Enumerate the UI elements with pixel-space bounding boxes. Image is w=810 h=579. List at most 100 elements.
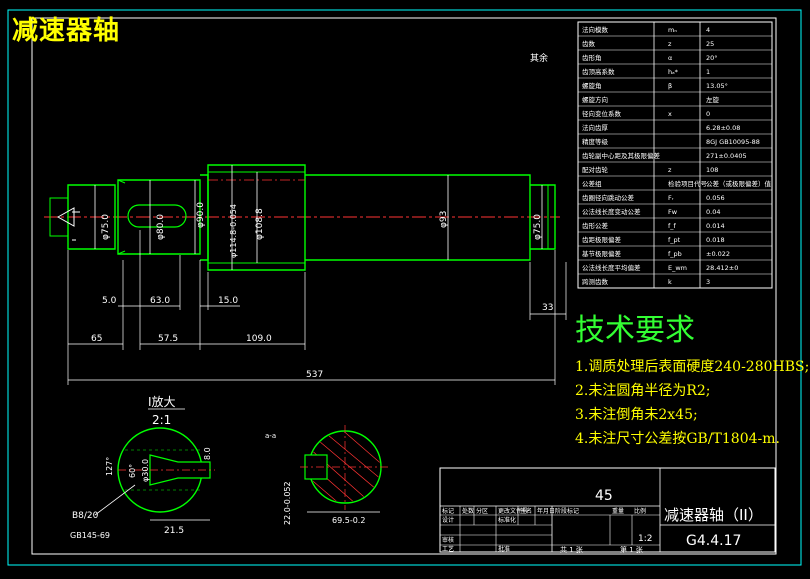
param-cell-val: 8GJ GB10095-88 <box>706 138 760 146</box>
requirement-1: 1.调质处理后表面硬度240-280HBS; <box>575 359 810 375</box>
detail-spec2: GB145-69 <box>70 531 110 540</box>
param-cell-name: 螺旋角 <box>582 81 602 90</box>
param-cell-name: 齿形公差 <box>582 221 609 230</box>
title-block-label: 更改文件号 <box>498 507 528 515</box>
detail-length: 21.5 <box>164 526 184 536</box>
detail-angle-60: 60° <box>128 464 137 478</box>
tb-name: 减速器轴（II） <box>664 506 763 524</box>
param-cell-val: 公差（或极限偏差）值 <box>706 179 772 188</box>
param-cell-name: 跨测齿数 <box>582 277 609 286</box>
param-cell-name: 配对齿轮 <box>582 165 609 174</box>
param-cell-name: 齿轮副中心距及其极限偏差 <box>582 151 661 160</box>
param-cell-name: 螺旋方向 <box>582 95 608 104</box>
title-block-label: 年月日 <box>537 507 555 515</box>
param-cell-name: 公法线长度平均偏差 <box>582 263 641 272</box>
title-block-label: 签名 <box>520 507 532 515</box>
detail-dia: φ30.0 <box>141 459 150 482</box>
dim-l15: 15.0 <box>218 296 238 306</box>
detail-spec1: B8/20 <box>72 511 99 521</box>
param-cell-val: 6.28±0.08 <box>706 124 740 132</box>
title-block: 45 减速器轴（II） G4.4.17 1:2 共 1 张 第 1 张 标记处数… <box>439 467 776 554</box>
dim-d6: φ93 <box>439 211 449 228</box>
param-cell-val: 0.04 <box>706 208 720 216</box>
dim-d5: φ108.8 <box>255 208 265 240</box>
param-cell-name: 齿形角 <box>582 53 602 62</box>
param-cell-sym: z <box>668 40 672 48</box>
param-cell-val: 108 <box>706 166 718 174</box>
param-cell-sym: f_pb <box>668 250 682 258</box>
detail-scale: 2:1 <box>152 413 171 427</box>
param-cell-val: 28.412±0 <box>706 264 738 272</box>
title-block-label: 审核 <box>442 536 454 544</box>
detail-angle-127: 127° <box>105 457 114 476</box>
tb-scale: 1:2 <box>638 534 652 544</box>
param-cell-sym: β <box>668 82 672 90</box>
tb-code: G4.4.17 <box>686 533 741 549</box>
param-cell-val: 0 <box>706 110 710 118</box>
param-cell-val: 20° <box>706 54 718 62</box>
param-cell-val: 271±0.0405 <box>706 152 747 160</box>
param-cell-name: 法向齿厚 <box>582 123 609 132</box>
shaft-main-view <box>44 164 560 271</box>
title-block-label: 工艺 <box>442 545 454 553</box>
param-cell-sym: f_pt <box>668 236 681 244</box>
dim-d7: φ75.0 <box>533 214 543 240</box>
param-cell-val: ±0.022 <box>706 250 730 258</box>
title-block-label: 重量 <box>612 507 624 515</box>
dim-d4: φ114.8-0.054 <box>229 204 238 258</box>
title-block-label: 分区 <box>476 507 488 515</box>
param-cell-val: 1 <box>706 68 710 76</box>
param-cell-name: 精度等级 <box>582 137 609 146</box>
param-cell-name: 齿顶高系数 <box>582 67 615 76</box>
keyed-section <box>117 179 201 255</box>
param-cell-sym: f_f <box>668 222 677 230</box>
requirement-3: 3.未注倒角未2x45; <box>575 407 698 423</box>
param-cell-name: 公差组 <box>582 179 602 188</box>
dim-d2: φ80.0 <box>156 214 166 240</box>
dim-total: 537 <box>306 370 323 380</box>
dim-d3: φ90.0 <box>196 202 206 228</box>
param-cell-val: 0.056 <box>706 194 725 202</box>
param-cell-val: 4 <box>706 26 710 34</box>
drawing-title: 减速器轴 <box>12 16 121 46</box>
requirement-2: 2.未注圆角半径为R2; <box>575 383 711 399</box>
param-cell-sym: 检验项目代号 <box>668 179 708 188</box>
detail-hole <box>149 454 211 486</box>
keyway <box>127 204 187 228</box>
gear-section <box>207 164 306 271</box>
section-dim-w: 22.0-0.052 <box>283 481 292 525</box>
param-cell-name: 齿圈径向跳动公差 <box>582 193 635 202</box>
title-block-label: 阶段标记 <box>555 507 579 515</box>
section-label: a-a <box>265 432 276 440</box>
param-cell-sym: k <box>668 278 672 286</box>
param-cell-name: 径向变位系数 <box>582 109 622 118</box>
dim-l5: 5.0 <box>102 296 117 306</box>
param-cell-sym: z <box>668 166 672 174</box>
param-cell-val: 13.05° <box>706 82 728 90</box>
right-journal <box>530 184 556 250</box>
dim-l65: 65 <box>91 334 102 344</box>
tb-sheet-total: 共 1 张 <box>560 545 583 554</box>
param-cell-name: 齿数 <box>582 39 596 48</box>
title-block-label: 批准 <box>498 545 510 553</box>
param-cell-val: 25 <box>706 40 714 48</box>
title-block-label: 比例 <box>634 507 646 515</box>
detail-view: I放大 2:1 127° 60° φ30.0 8.0 21.5 B8/20 GB… <box>70 394 215 540</box>
param-cell-sym: Fw <box>668 208 678 216</box>
tb-quantity: 45 <box>595 488 613 504</box>
param-cell-name: 公法线长度变动公差 <box>582 207 641 216</box>
param-cell-name: 基节极限偏差 <box>582 249 622 258</box>
dim-l109: 109.0 <box>246 334 272 344</box>
param-cell-val: 0.014 <box>706 222 725 230</box>
dim-d1: φ75.0 <box>101 214 111 240</box>
corner-note: 其余 <box>530 52 548 64</box>
param-cell-name: 法向模数 <box>582 25 609 34</box>
param-cell-val: 0.018 <box>706 236 725 244</box>
diameter-dim-lines <box>94 165 543 270</box>
title-block-label: 标准化 <box>498 516 516 524</box>
outer-border <box>7 9 802 566</box>
title-block-label: 标记 <box>442 507 454 515</box>
